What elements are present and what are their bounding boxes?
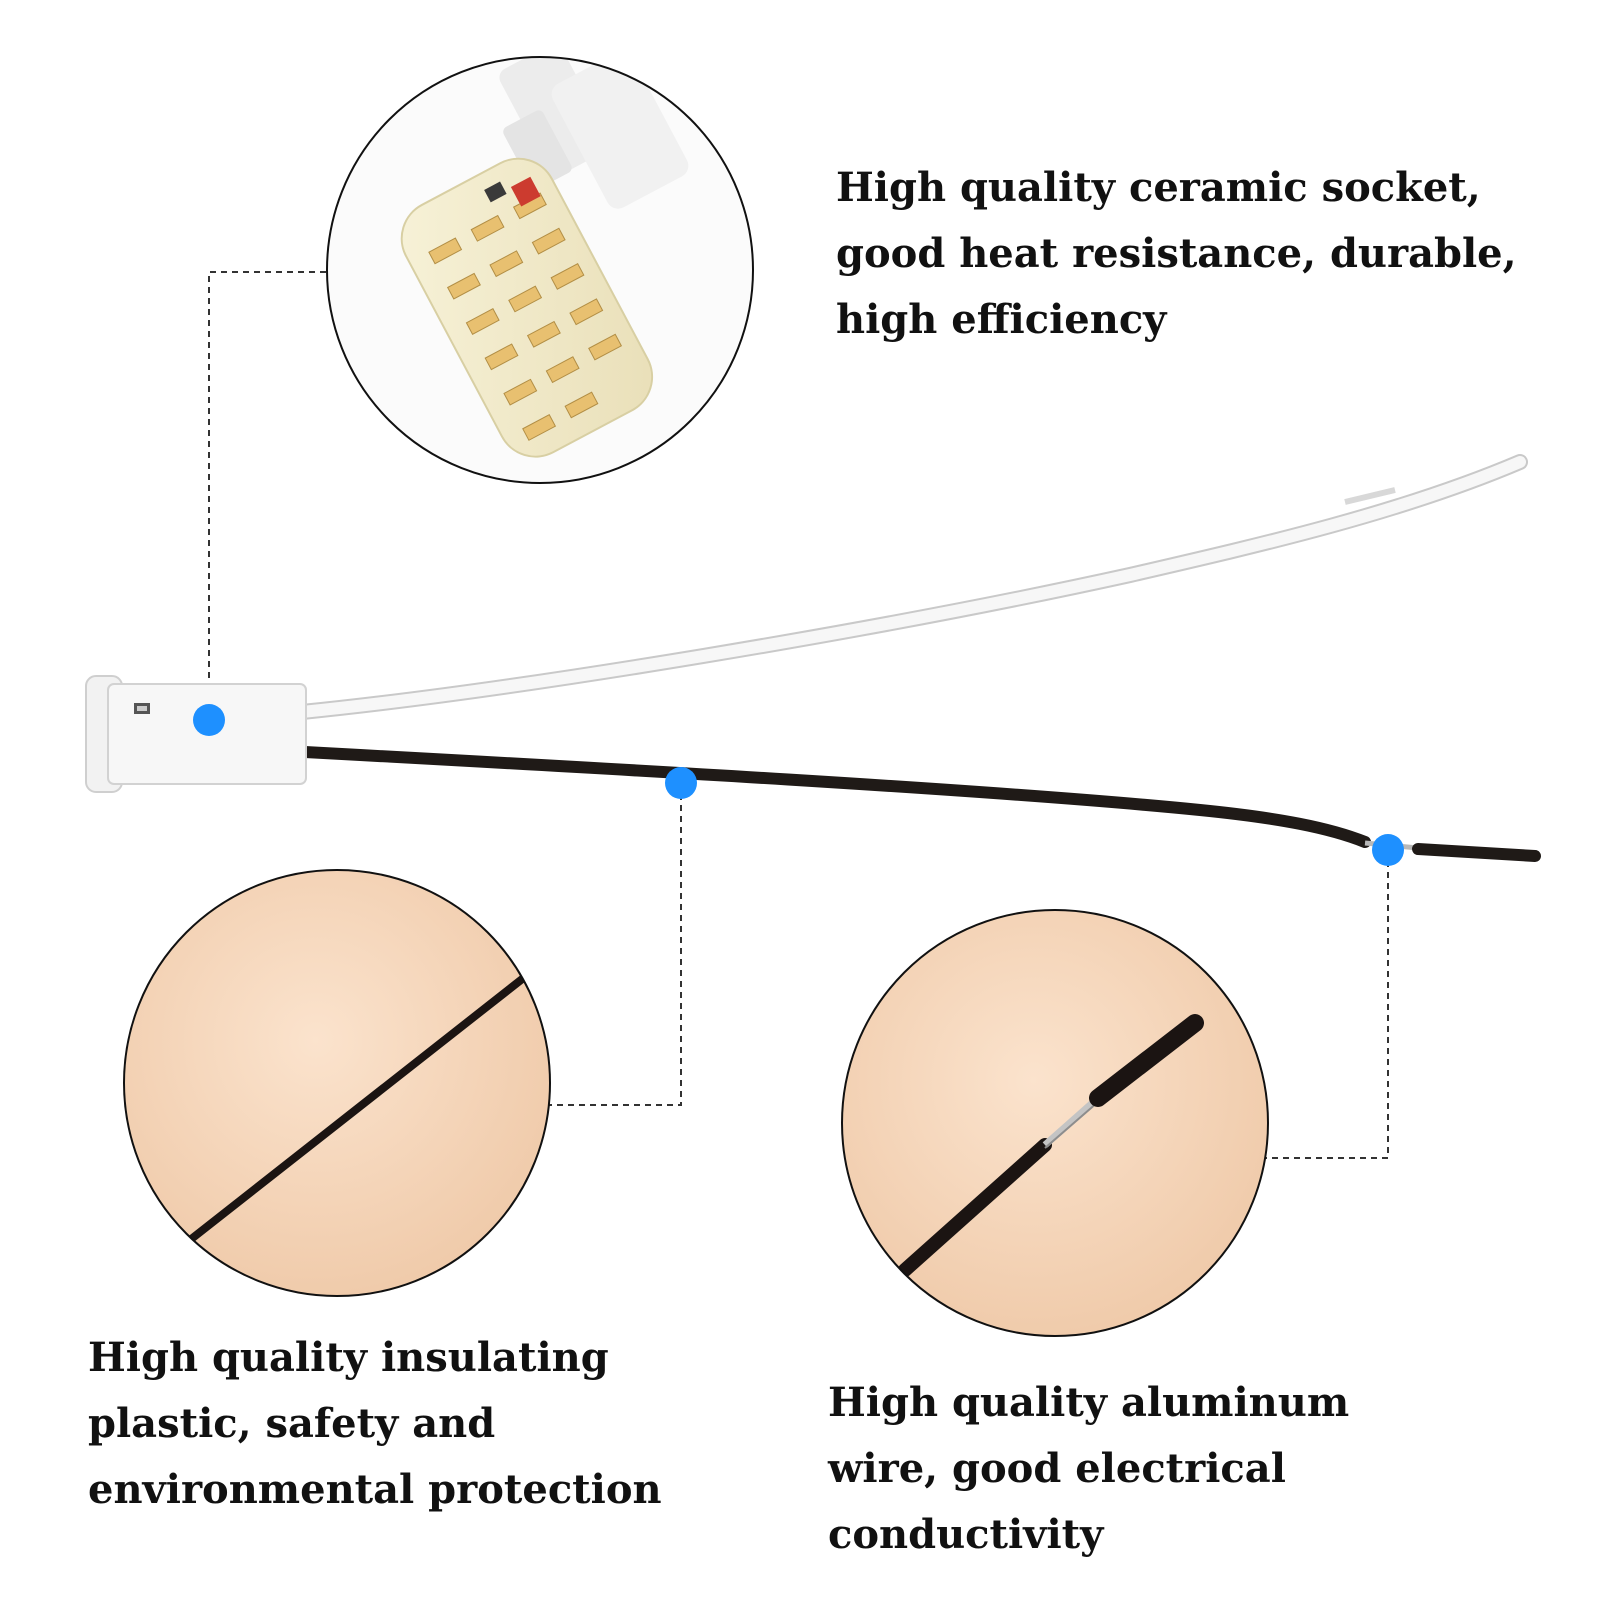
caption-line: High quality ceramic socket,: [836, 164, 1481, 211]
caption-line: environmental protection: [88, 1466, 662, 1513]
callout-dot-aluminum: [1372, 834, 1404, 866]
zoom-led-bulb: [326, 56, 754, 484]
callout-dot-plastic: [665, 767, 697, 799]
zoom-aluminum-wire: [841, 909, 1269, 1337]
caption-line: high efficiency: [836, 296, 1167, 343]
white-wire: [294, 454, 1528, 720]
leader-line-socket: [208, 271, 326, 720]
leader-line-aluminum: [1266, 850, 1389, 1159]
caption-line: plastic, safety and: [88, 1400, 496, 1447]
black-wire-tip: [1412, 843, 1541, 862]
caption-line: High quality aluminum: [828, 1379, 1350, 1426]
callout-dots: [193, 704, 1404, 866]
leader-line-plastic: [549, 783, 682, 1106]
caption-line: conductivity: [828, 1511, 1104, 1558]
white-wire-stripped-end: [1344, 487, 1396, 505]
caption-line: wire, good electrical: [828, 1445, 1286, 1492]
caption-aluminum-wire: High quality aluminum wire, good electri…: [828, 1370, 1349, 1568]
callout-dot-socket: [193, 704, 225, 736]
caption-line: good heat resistance, durable,: [836, 230, 1517, 277]
caption-ceramic-socket: High quality ceramic socket, good heat r…: [836, 155, 1517, 353]
ceramic-socket: [85, 675, 307, 793]
black-wire: [299, 746, 1371, 848]
leader-lines: [208, 271, 1389, 1159]
caption-insulating-plastic: High quality insulating plastic, safety …: [88, 1325, 662, 1523]
zoom-insulated-wire: [123, 869, 551, 1297]
caption-line: High quality insulating: [88, 1334, 609, 1381]
